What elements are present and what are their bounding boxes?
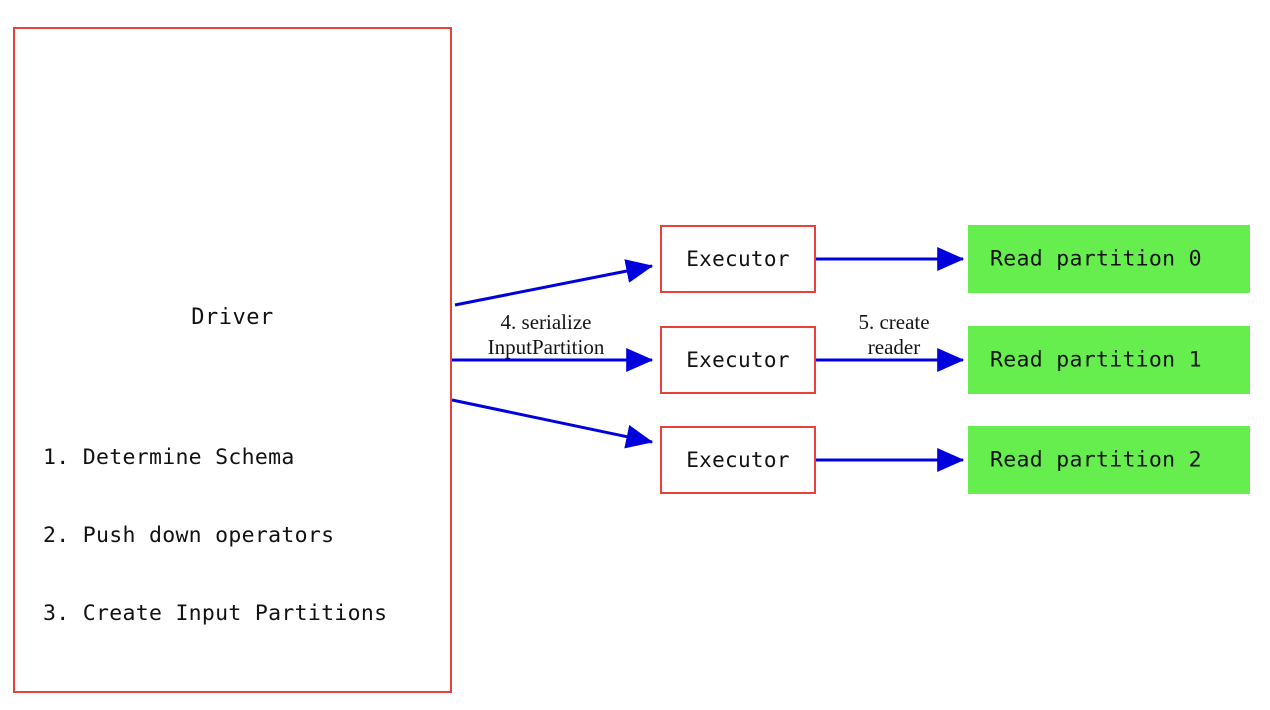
arrow-label-create-reader: 5. create reader: [824, 310, 964, 360]
partition-box-1: Read partition 1: [968, 326, 1250, 394]
driver-step-1: 1. Determine Schema: [43, 445, 295, 470]
executor-box-1: Executor: [660, 326, 816, 394]
partition-label-1: Read partition 1: [990, 347, 1202, 373]
arrow-label-serialize: 4. serialize InputPartition: [455, 310, 637, 360]
arrow-label-serialize-line2: InputPartition: [487, 335, 605, 359]
arrow-label-serialize-line1: 4. serialize: [500, 310, 592, 334]
partition-box-0: Read partition 0: [968, 225, 1250, 293]
partition-box-2: Read partition 2: [968, 426, 1250, 494]
executor-box-2: Executor: [660, 426, 816, 494]
driver-steps-list: 1. Determine Schema 2. Push down operato…: [43, 393, 387, 679]
partition-label-2: Read partition 2: [990, 447, 1202, 473]
driver-box: Driver 1. Determine Schema 2. Push down …: [13, 27, 452, 693]
driver-title: Driver: [191, 305, 274, 330]
executor-label-1: Executor: [686, 348, 790, 372]
executor-box-0: Executor: [660, 225, 816, 293]
driver-step-2: 2. Push down operators: [43, 523, 335, 548]
executor-label-2: Executor: [686, 448, 790, 472]
arrow-driver-to-executor-2: [451, 398, 654, 449]
driver-step-3: 3. Create Input Partitions: [43, 601, 388, 626]
arrow-driver-to-executor-0: [454, 259, 654, 307]
arrow-label-create-reader-line2: reader: [867, 335, 921, 359]
arrow-label-create-reader-line1: 5. create: [858, 310, 930, 334]
executor-label-0: Executor: [686, 247, 790, 271]
partition-label-0: Read partition 0: [990, 246, 1202, 272]
